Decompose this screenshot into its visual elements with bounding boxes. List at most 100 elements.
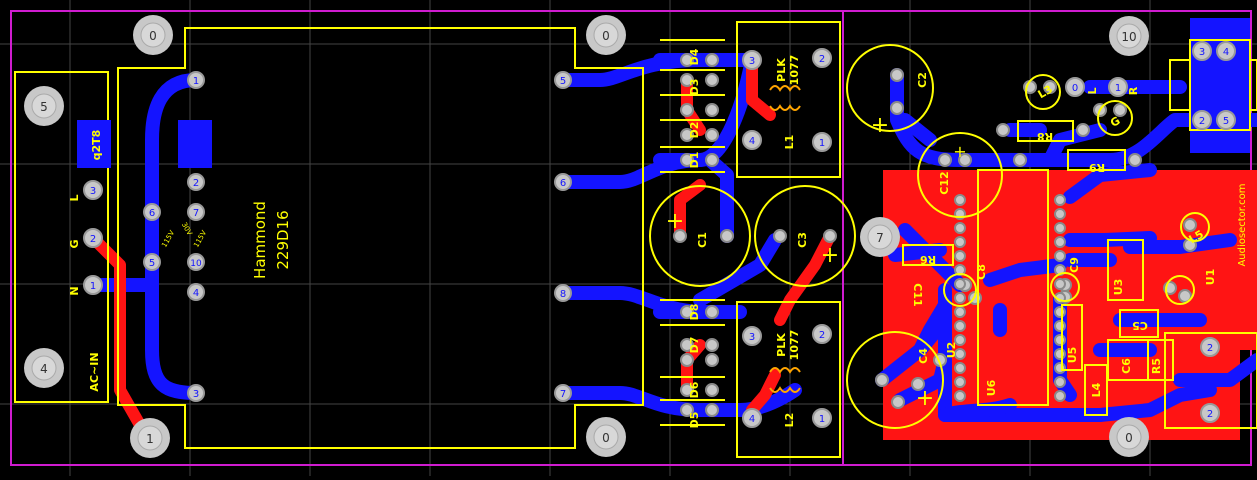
transformer-pin[interactable]: 7 bbox=[187, 203, 205, 221]
mounting-hole[interactable]: 0 bbox=[586, 15, 626, 55]
svg-text:0: 0 bbox=[149, 29, 157, 43]
capacitor-label: C3 bbox=[796, 232, 809, 248]
ic-pin bbox=[1054, 306, 1066, 318]
inductor-pin[interactable]: 4 bbox=[742, 408, 762, 428]
ic-pin bbox=[954, 390, 966, 402]
silkscreen-labels: q2T8 L G N AC~IN Hammond 229D16 115V 30V… bbox=[68, 48, 1248, 428]
transformer-pin[interactable]: 2 bbox=[187, 173, 205, 191]
svg-text:4: 4 bbox=[40, 362, 48, 376]
svg-text:4: 4 bbox=[193, 288, 199, 299]
transformer-pin[interactable]: 7 bbox=[554, 384, 572, 402]
part-label: U5 bbox=[1066, 347, 1079, 364]
svg-text:1: 1 bbox=[193, 76, 199, 87]
diode-label: D3 bbox=[688, 79, 701, 96]
out2-pin[interactable]: 2 bbox=[1200, 403, 1220, 423]
inductor-pin[interactable]: 1 bbox=[812, 132, 832, 152]
transformer-pin[interactable]: 4 bbox=[187, 283, 205, 301]
part-label: U1 bbox=[1204, 269, 1217, 286]
transformer-pin[interactable]: 8 bbox=[554, 284, 572, 302]
ic-pin bbox=[1054, 348, 1066, 360]
inductor-pins: 3 2 4 1 3 2 4 1 bbox=[742, 48, 832, 428]
transformer-pin[interactable]: 5 bbox=[554, 71, 572, 89]
svg-text:3: 3 bbox=[749, 56, 755, 67]
inductor-pin[interactable]: 2 bbox=[812, 324, 832, 344]
part-label: U3 bbox=[1112, 279, 1125, 296]
output-connector[interactable] bbox=[1189, 18, 1251, 153]
mounting-hole[interactable]: 10 bbox=[1109, 16, 1149, 56]
polarity-mark: + bbox=[953, 142, 966, 161]
diode-label: D6 bbox=[688, 381, 701, 398]
svg-text:4: 4 bbox=[749, 136, 755, 147]
part-label: L4 bbox=[1090, 382, 1103, 397]
svg-text:6: 6 bbox=[149, 208, 155, 219]
ac-pin[interactable]: 2 bbox=[83, 228, 103, 248]
ic-pin bbox=[954, 250, 966, 262]
svg-text:4: 4 bbox=[749, 414, 755, 425]
transformer-pin[interactable]: 6 bbox=[554, 173, 572, 191]
watermark-text: Audiosector.com bbox=[1237, 183, 1248, 266]
part-label: C12 bbox=[938, 171, 951, 194]
inductor-pin[interactable]: 1 bbox=[812, 408, 832, 428]
svg-text:3: 3 bbox=[1199, 47, 1205, 58]
part-label: C8 bbox=[975, 264, 988, 280]
svg-text:7: 7 bbox=[193, 208, 199, 219]
output-pins: 3 4 2 5 0 1 2 2 bbox=[1065, 41, 1236, 423]
lr-pin[interactable]: 1 bbox=[1108, 77, 1128, 97]
svg-text:1: 1 bbox=[1115, 83, 1121, 94]
inductor-pin[interactable]: 3 bbox=[742, 50, 762, 70]
mounting-hole[interactable]: 0 bbox=[133, 15, 173, 55]
fuse-label: q2T8 bbox=[90, 130, 103, 161]
svg-text:7: 7 bbox=[560, 389, 566, 400]
transformer-pin[interactable]: 10 bbox=[187, 253, 205, 271]
ic-pin bbox=[1054, 376, 1066, 388]
ic-pin bbox=[954, 194, 966, 206]
inductor-part-line1: PLK bbox=[775, 58, 788, 82]
inductor-pin[interactable]: 2 bbox=[812, 48, 832, 68]
svg-text:5: 5 bbox=[560, 76, 566, 87]
diode-label: D2 bbox=[688, 122, 701, 139]
svg-text:4: 4 bbox=[1223, 47, 1229, 58]
ic-pin bbox=[954, 348, 966, 360]
mounting-holes: 0 0 5 4 1 0 7 10 0 bbox=[24, 15, 1149, 458]
ac-pin[interactable]: 3 bbox=[83, 180, 103, 200]
part-label: R8 bbox=[1037, 130, 1053, 143]
output-pin[interactable]: 4 bbox=[1216, 41, 1236, 61]
ic-pin bbox=[1054, 334, 1066, 346]
svg-text:2: 2 bbox=[1207, 343, 1213, 354]
svg-text:2: 2 bbox=[90, 234, 96, 245]
mounting-hole[interactable]: 5 bbox=[24, 86, 64, 126]
diode-label: D5 bbox=[688, 412, 701, 429]
svg-text:2: 2 bbox=[1199, 116, 1205, 127]
ac-pin[interactable]: 1 bbox=[83, 275, 103, 295]
transformer-pin[interactable]: 6 bbox=[143, 203, 161, 221]
polarity-mark: + bbox=[821, 243, 839, 268]
output-pin[interactable]: 5 bbox=[1216, 110, 1236, 130]
out2-pin[interactable]: 2 bbox=[1200, 337, 1220, 357]
transformer-pin[interactable]: 5 bbox=[143, 253, 161, 271]
pin-g-label: G bbox=[68, 239, 81, 248]
mounting-hole[interactable]: 0 bbox=[586, 417, 626, 457]
transformer-pin[interactable]: 3 bbox=[187, 384, 205, 402]
output-pin[interactable]: 2 bbox=[1192, 110, 1212, 130]
ic-pin bbox=[1054, 250, 1066, 262]
part-label: L bbox=[1086, 87, 1099, 94]
ic-pin bbox=[954, 222, 966, 234]
inductor-pin[interactable]: 4 bbox=[742, 130, 762, 150]
ac-connector-pins: 3 2 1 bbox=[83, 180, 103, 295]
mounting-hole[interactable]: 4 bbox=[24, 348, 64, 388]
svg-text:10: 10 bbox=[1121, 30, 1136, 44]
mounting-hole[interactable]: 1 bbox=[130, 418, 170, 458]
svg-text:2: 2 bbox=[193, 178, 199, 189]
part-label: C11 bbox=[911, 283, 924, 306]
mounting-hole[interactable]: 0 bbox=[1109, 417, 1149, 457]
output-pin[interactable]: 3 bbox=[1192, 41, 1212, 61]
part-label: C5 bbox=[1132, 319, 1148, 332]
lr-pin[interactable]: 0 bbox=[1065, 77, 1085, 97]
inductor-pin[interactable]: 3 bbox=[742, 326, 762, 346]
transformer-pin[interactable]: 1 bbox=[187, 71, 205, 89]
mounting-hole[interactable]: 7 bbox=[860, 217, 900, 257]
ic-pin bbox=[954, 320, 966, 332]
svg-text:1: 1 bbox=[146, 432, 154, 446]
